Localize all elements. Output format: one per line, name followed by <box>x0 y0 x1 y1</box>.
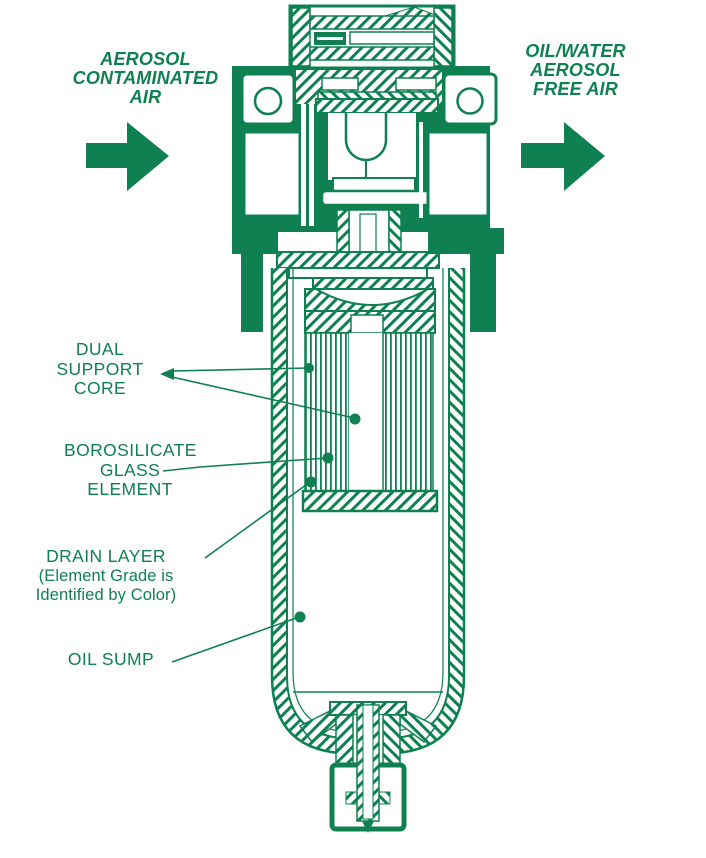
leader-arrowhead <box>160 368 174 380</box>
callout-line: DUAL <box>75 339 125 359</box>
leader-core-inner <box>171 376 355 419</box>
element-media-left <box>304 332 350 494</box>
left-bolt-hole <box>253 86 283 116</box>
callout-oil-sump: OIL SUMP <box>52 649 170 670</box>
callout-line: BOROSILICATE <box>64 440 197 460</box>
inlet-air-line2: CONTAMINATED <box>72 68 219 88</box>
leader-oil-sump <box>171 616 300 663</box>
element-dome <box>312 288 432 306</box>
element-core-bore <box>349 333 383 491</box>
callout-dual-support-core: DUAL SUPPORT CORE <box>38 339 162 399</box>
outlet-air-line1: OIL/WATER <box>525 41 626 61</box>
callout-line: SUPPORT <box>56 358 144 379</box>
callout-line: Identified by Color) <box>35 586 177 604</box>
drain-valve <box>298 701 438 833</box>
callout-line: GLASS <box>99 459 161 480</box>
leader-dot <box>304 363 314 373</box>
outlet-port <box>426 130 490 218</box>
leader-lines <box>162 367 355 663</box>
leader-dot <box>305 476 317 488</box>
leader-dot <box>322 452 334 464</box>
leader-dot <box>294 611 306 623</box>
callout-borosilicate-glass-element: BOROSILICATE GLASS ELEMENT <box>64 440 197 500</box>
right-bolt-hole <box>456 87 484 115</box>
filter-bonnet <box>288 4 456 70</box>
bowl-collar <box>232 209 504 332</box>
outlet-air-line2: AEROSOL <box>530 60 621 80</box>
leader-drain-layer <box>204 481 311 559</box>
outlet-flow-arrow-icon <box>521 122 605 191</box>
callout-line: (Element Grade is <box>38 566 174 585</box>
leader-dots <box>294 363 361 623</box>
float-bell <box>344 113 388 162</box>
element-media-right <box>382 332 434 494</box>
leader-core-outer <box>171 367 309 372</box>
outlet-air-label: OIL/WATER AEROSOL FREE AIR <box>498 42 653 99</box>
inlet-air-line3: AIR <box>129 87 162 107</box>
callout-line: DRAIN LAYER <box>46 546 166 566</box>
callout-drain-layer: DRAIN LAYER (Element Grade is Identified… <box>8 546 204 606</box>
inlet-port <box>242 130 302 218</box>
leader-glass-element <box>162 457 328 472</box>
inlet-flow-arrow-icon <box>86 122 169 191</box>
callout-line: CORE <box>73 378 127 398</box>
filter-element <box>301 277 439 513</box>
callout-line: OIL SUMP <box>67 649 155 669</box>
inlet-air-label: AEROSOL CONTAMINATED AIR <box>48 50 243 107</box>
leader-dot <box>349 413 361 425</box>
outlet-air-line3: FREE AIR <box>533 79 618 99</box>
inlet-air-line1: AEROSOL <box>100 49 191 69</box>
element-end-cap <box>301 489 439 513</box>
callout-line: ELEMENT <box>87 479 173 499</box>
valve-seat-plate <box>315 98 439 114</box>
filter-head-cutaway <box>232 4 498 232</box>
